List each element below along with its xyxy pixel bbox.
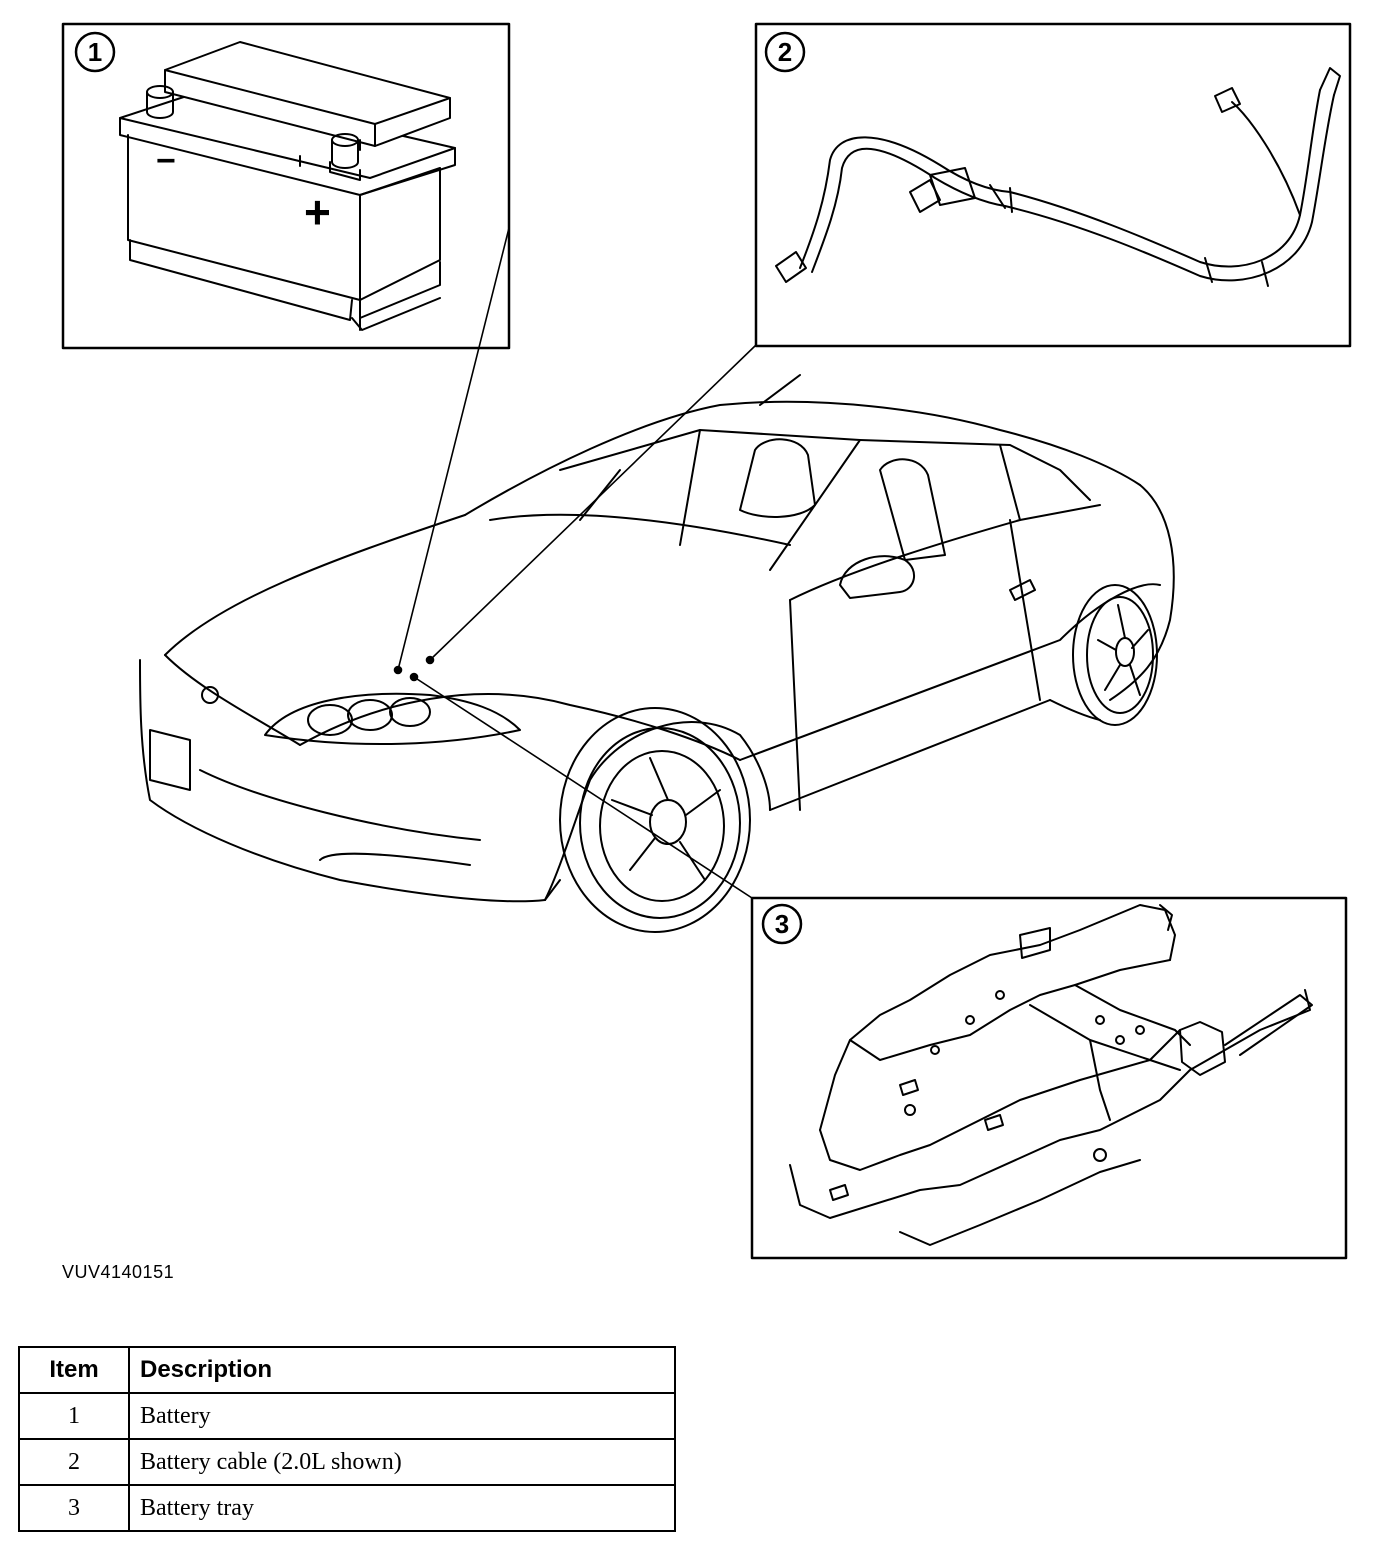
legend-item-number: 1: [18, 1392, 130, 1440]
legend-item-number: 2: [18, 1438, 130, 1486]
callout-3-label: 3: [775, 909, 789, 939]
table-row: 3 Battery tray: [18, 1484, 676, 1532]
legend-item-number: 3: [18, 1484, 130, 1532]
legend-header-row: Item Description: [18, 1346, 676, 1394]
positive-terminal-mark: +: [304, 186, 331, 238]
callout-1-label: 1: [88, 37, 102, 67]
legend-header-item: Item: [18, 1346, 130, 1394]
leader-line-1: [397, 227, 510, 671]
callout-2-label: 2: [778, 37, 792, 67]
vehicle-illustration: [139, 374, 1175, 933]
legend-table: Item Description 1 Battery 2 Battery cab…: [18, 1346, 676, 1532]
battery-illustration: [119, 41, 456, 331]
callout-3-badge: 3: [761, 903, 803, 945]
leader-line-3: [413, 676, 753, 899]
table-row: 2 Battery cable (2.0L shown): [18, 1438, 676, 1486]
figure-reference-code: VUV4140151: [62, 1262, 175, 1282]
callout-2-badge: 2: [764, 31, 806, 73]
battery-tray-panel: 3: [750, 896, 1348, 1260]
battery-tray-illustration: [789, 904, 1313, 1246]
battery-cable-panel: 2: [754, 22, 1352, 348]
battery-cable-illustration: [775, 67, 1341, 287]
table-row: 1 Battery: [18, 1392, 676, 1440]
leader-line-2: [429, 344, 757, 661]
callout-1-badge: 1: [74, 31, 116, 73]
legend-item-description: Battery cable (2.0L shown): [128, 1438, 676, 1486]
legend-header-description: Description: [128, 1346, 676, 1394]
legend-item-description: Battery tray: [128, 1484, 676, 1532]
battery-panel: 1: [61, 22, 511, 350]
leader-lines: [393, 227, 757, 899]
legend-item-description: Battery: [128, 1392, 676, 1440]
component-location-diagram: 1: [61, 22, 1352, 1260]
negative-terminal-mark: −: [156, 142, 176, 180]
